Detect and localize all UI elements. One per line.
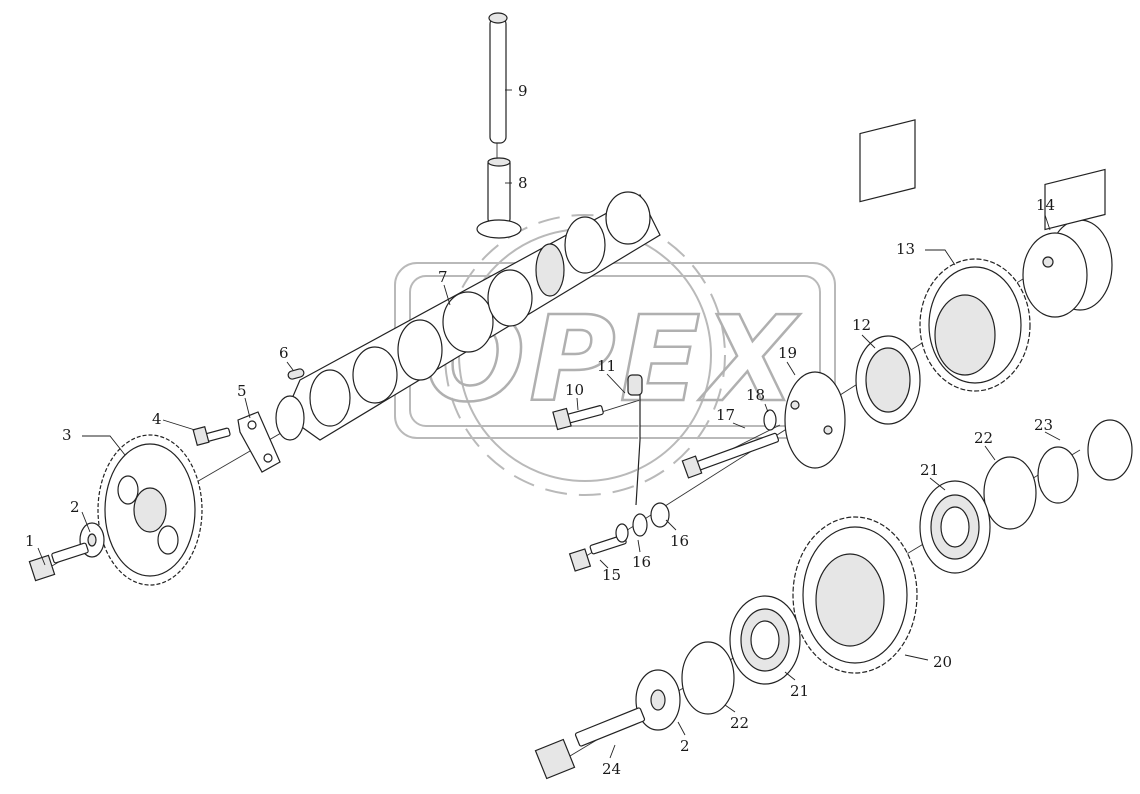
callout-3: 3 bbox=[62, 426, 72, 444]
tappet bbox=[476, 157, 522, 239]
bearing-upper bbox=[919, 480, 991, 574]
callout-18: 18 bbox=[746, 386, 765, 404]
oil-pipe bbox=[627, 374, 643, 506]
stub-shaft bbox=[1037, 168, 1133, 504]
callout-4: 4 bbox=[152, 410, 162, 428]
idler-hub bbox=[1022, 219, 1113, 318]
callout-10: 10 bbox=[565, 381, 584, 399]
thrust-plate bbox=[237, 411, 281, 473]
callout-2-left: 2 bbox=[70, 498, 80, 516]
long-bolt bbox=[681, 432, 780, 479]
push-rod bbox=[488, 12, 508, 144]
bushing bbox=[855, 119, 921, 425]
callout-17: 17 bbox=[716, 406, 735, 424]
large-gear bbox=[792, 516, 918, 674]
washer-left-hole bbox=[87, 533, 97, 547]
washer-lower bbox=[635, 669, 681, 731]
flange bbox=[784, 371, 846, 469]
seal-washer-a bbox=[615, 523, 629, 543]
callout-11: 11 bbox=[597, 357, 616, 375]
callout-5: 5 bbox=[237, 382, 247, 400]
callout-6: 6 bbox=[279, 344, 289, 362]
leader-lines bbox=[37, 89, 1061, 759]
woodruff-key bbox=[287, 368, 305, 380]
callout-14: 14 bbox=[1036, 196, 1055, 214]
callout-15: 15 bbox=[602, 566, 621, 584]
callout-numbers: 1 2 3 4 5 6 7 8 9 10 11 12 13 14 15 16 1… bbox=[25, 82, 1055, 778]
callout-24: 24 bbox=[602, 760, 621, 778]
retaining-ring-upper bbox=[983, 456, 1037, 530]
callout-1: 1 bbox=[25, 532, 35, 550]
callout-8: 8 bbox=[518, 174, 528, 192]
plate-bolt bbox=[192, 425, 231, 447]
callout-20: 20 bbox=[933, 653, 952, 671]
callout-21-lower: 21 bbox=[790, 682, 809, 700]
bearing-lower bbox=[729, 595, 801, 685]
retaining-ring-lower bbox=[681, 641, 735, 715]
callout-16-left: 16 bbox=[632, 553, 651, 571]
callout-2-lower: 2 bbox=[680, 737, 690, 755]
callout-22-upper: 22 bbox=[974, 429, 993, 447]
seal-washer-c bbox=[650, 502, 670, 528]
small-washer bbox=[763, 409, 777, 431]
callout-21-upper: 21 bbox=[920, 461, 939, 479]
callout-12: 12 bbox=[852, 316, 871, 334]
callout-13: 13 bbox=[896, 240, 915, 258]
callout-9: 9 bbox=[518, 82, 528, 100]
gear-bolt bbox=[28, 542, 89, 582]
camshaft bbox=[275, 191, 661, 441]
callout-7: 7 bbox=[438, 268, 448, 286]
idler-gear bbox=[919, 258, 1031, 392]
lower-bolt bbox=[568, 534, 627, 572]
callout-23: 23 bbox=[1034, 416, 1053, 434]
callout-16-right: 16 bbox=[670, 532, 689, 550]
pipe-bolt bbox=[552, 405, 604, 431]
seal-washer-b bbox=[632, 513, 648, 537]
main-bolt bbox=[534, 707, 646, 780]
callout-22-lower: 22 bbox=[730, 714, 749, 732]
callout-19: 19 bbox=[778, 344, 797, 362]
camshaft-gear bbox=[97, 434, 203, 586]
